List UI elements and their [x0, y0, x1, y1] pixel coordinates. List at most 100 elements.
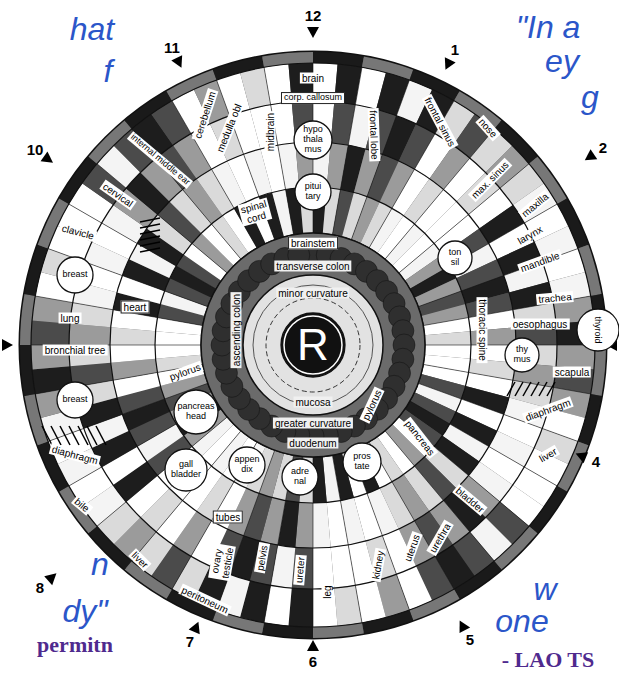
zone-ring: [155, 187, 471, 503]
circle-shape: [174, 390, 218, 434]
iris-rim: [89, 121, 132, 164]
quote-fragment: permitn: [37, 633, 113, 657]
clock-marker: [2, 339, 13, 351]
iris-center: R: [280, 312, 346, 378]
stomach-label: minor curvature: [276, 288, 349, 299]
circle-shape: [438, 241, 472, 275]
iris-rim: [591, 345, 606, 396]
sector-line: [423, 364, 590, 394]
sector-line: [217, 80, 275, 240]
iris-rim: [494, 526, 537, 569]
stomach-label: mucosa: [293, 397, 332, 408]
sector-line: [369, 442, 454, 589]
iris-rim: [20, 345, 35, 396]
hatch-line: [523, 382, 531, 396]
organ-name: breast: [62, 395, 87, 405]
circle-shape: [505, 338, 539, 372]
sector-line: [97, 417, 227, 526]
iris-rim: [262, 623, 313, 638]
hatch-line: [515, 382, 523, 396]
organ-label: thoracic spine: [477, 297, 488, 363]
iris-rim: [20, 294, 35, 345]
hatch-line: [60, 426, 70, 445]
sector-line: [132, 431, 241, 561]
circle-shape: [294, 121, 332, 159]
hatch-line: [140, 218, 160, 222]
hatch-line: [507, 382, 515, 396]
circle-shape: [229, 447, 265, 483]
organ-name: pancreas head: [177, 402, 214, 422]
organ-label: bronchial tree: [43, 345, 108, 356]
sector-line: [410, 204, 557, 289]
quote-fragment: hat: [70, 12, 114, 47]
hatch-line: [140, 248, 160, 252]
hatch-line: [547, 382, 555, 396]
circle-shape: [57, 382, 93, 418]
hatch-line: [69, 426, 79, 445]
organ-circle: thy mus: [504, 337, 540, 373]
organ-name: gall bladder: [171, 460, 201, 480]
iris-rim: [409, 70, 459, 101]
organ-circle: breast: [56, 256, 94, 294]
quote-fragment: - LAO TS: [502, 648, 595, 672]
quote-fragment: f: [104, 54, 113, 89]
sector-line: [399, 417, 529, 526]
clock-marker: [171, 55, 182, 68]
quote-fragment: "In a: [516, 10, 581, 45]
iris-sector: [155, 345, 201, 359]
organ-name: pitui tary: [305, 182, 322, 202]
organ-name: breast: [62, 270, 87, 280]
organ-label: leg: [322, 583, 333, 600]
hatch-line: [140, 242, 160, 246]
iris-disc: [20, 52, 606, 638]
hatch-line: [140, 230, 160, 234]
stomach-label: transverse colon: [274, 261, 351, 272]
clock-number: 8: [36, 580, 44, 597]
iris-sector: [313, 502, 331, 548]
stomach-ring: [253, 285, 373, 405]
clock-marker: [307, 640, 319, 651]
circle-shape: [57, 257, 93, 293]
sector-line: [69, 401, 216, 486]
organ-label: brain: [300, 73, 326, 84]
organ-circle: pros tate: [342, 442, 382, 482]
iris-sector: [110, 345, 156, 363]
organ-circle: gall bladder: [164, 448, 208, 492]
organ-label: heart: [121, 301, 150, 314]
organ-name: thyroid: [593, 316, 603, 343]
clock-number: 1: [451, 42, 459, 59]
organ-circle: pancreas head: [173, 389, 219, 435]
sector-line: [418, 383, 578, 441]
hatch-line: [140, 224, 160, 228]
sector-line: [97, 164, 227, 273]
organ-name: ton sil: [449, 248, 462, 268]
clock-marker: [445, 57, 456, 70]
quote-fragment: n: [91, 547, 109, 582]
iris-sector: [288, 588, 313, 627]
iris-rim: [262, 52, 313, 67]
zone-ring: [69, 101, 557, 589]
clock-number: 4: [592, 454, 600, 471]
organ-name: pros tate: [353, 452, 371, 472]
stomach-zone: [243, 275, 383, 415]
clock-marker: [44, 573, 56, 585]
quote-fragment: g: [581, 80, 599, 115]
hatch-line: [42, 426, 52, 445]
iris-sector: [292, 547, 313, 589]
clock-number: 5: [466, 632, 474, 649]
organ-label: midbrain: [265, 111, 276, 153]
circle-shape: [282, 459, 318, 495]
zone-ring: [110, 142, 516, 548]
iris-sector: [331, 545, 356, 588]
organ-circle: appen dix: [228, 446, 266, 484]
organ-name: R: [297, 321, 329, 369]
organ-name: thy mus: [514, 345, 531, 365]
organ-circle: adre nal: [281, 458, 319, 496]
organ-label: tubes: [213, 511, 243, 524]
iris-sector: [31, 320, 70, 345]
iris-sector: [69, 324, 111, 345]
organ-name: adre nal: [291, 467, 309, 487]
hatch-line: [539, 382, 547, 396]
iris-sector: [425, 331, 471, 345]
